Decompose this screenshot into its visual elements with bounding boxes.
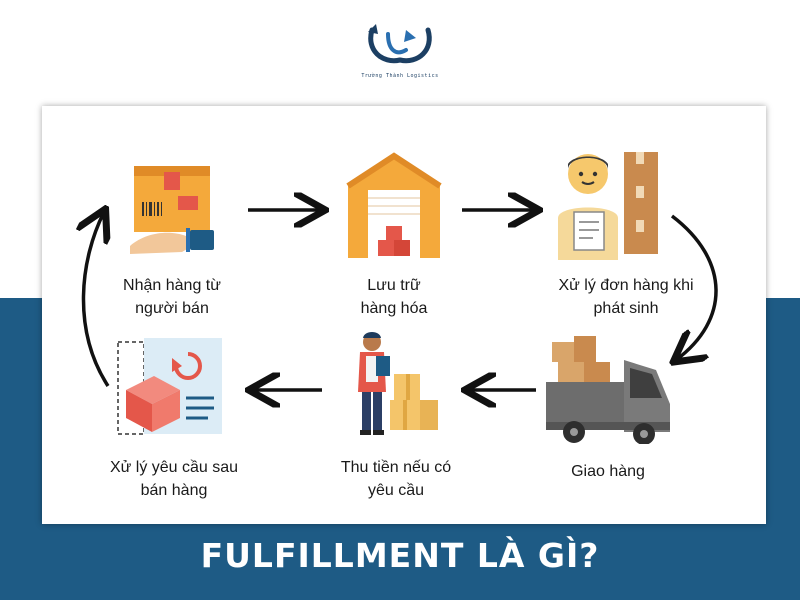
warehouse-icon: [346, 152, 442, 258]
step-label-after-sales: Xử lý yêu cầu sau bán hàng: [64, 456, 284, 502]
step-label-line: Nhận hàng từ: [123, 277, 221, 294]
order-processing-icon: [558, 152, 658, 260]
step-label-delivery: Giao hàng: [498, 460, 718, 483]
cash-collection-icon: [358, 332, 438, 435]
step-label-line: Xử lý đơn hàng khi: [558, 277, 694, 294]
step-label-line: phát sinh: [593, 300, 659, 317]
step-label-line: hàng hóa: [360, 300, 428, 317]
step-label-line: người bán: [135, 300, 209, 317]
delivery-truck-icon: [546, 336, 670, 444]
step-label-cash-collection: Thu tiền nếu có yêu cầu: [286, 456, 506, 502]
logo-text: Trường Thành Logistics: [361, 73, 439, 79]
step-label-receive: Nhận hàng từ người bán: [62, 274, 282, 320]
logo-mark-icon: [368, 24, 432, 64]
step-label-line: yêu cầu: [367, 482, 425, 499]
step-label-line: Xử lý yêu cầu sau: [109, 459, 239, 476]
receive-goods-icon: [130, 166, 214, 254]
step-label-line: Giao hàng: [571, 463, 645, 480]
arrow-curve-right: [672, 214, 718, 360]
step-label-order-processing: Xử lý đơn hàng khi phát sinh: [516, 274, 736, 320]
step-label-line: Lưu trữ: [367, 277, 421, 294]
company-logo: Trường Thành Logistics: [340, 20, 460, 90]
after-sales-returns-icon: [117, 338, 222, 435]
step-label-line: Thu tiền nếu có: [340, 459, 452, 476]
step-label-storage: Lưu trữ hàng hóa: [284, 274, 504, 320]
page-title: FULFILLMENT LÀ GÌ?: [200, 536, 600, 575]
arrow-curve-left: [83, 212, 108, 387]
step-label-line: bán hàng: [140, 482, 208, 499]
